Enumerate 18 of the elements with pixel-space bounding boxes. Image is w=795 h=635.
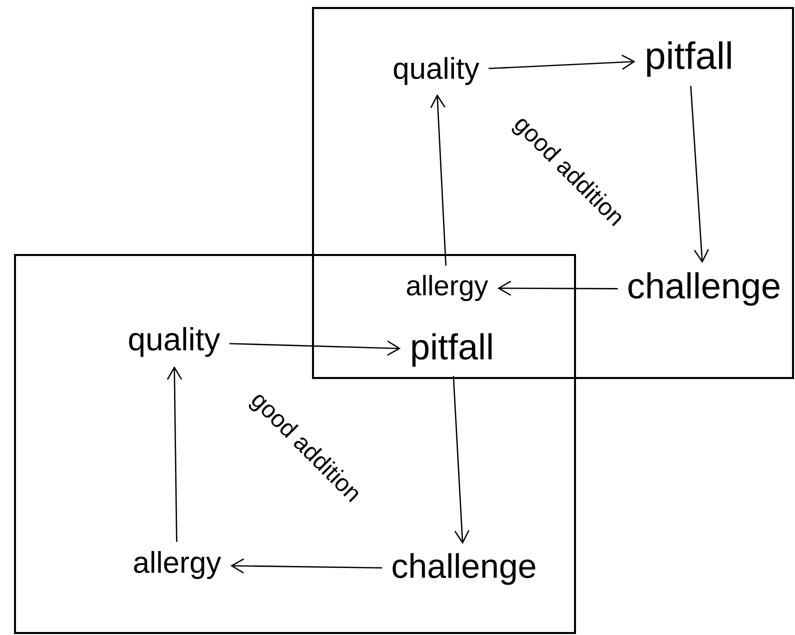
arrow (430, 94, 447, 266)
word: allergy (134, 551, 222, 579)
word: quality (394, 57, 480, 85)
arrow (690, 86, 710, 264)
word: quality (129, 327, 220, 357)
arrow (166, 366, 182, 542)
word: challenge (628, 272, 780, 306)
word: challenge (392, 553, 536, 585)
arrow (488, 54, 636, 70)
arrow (452, 376, 470, 544)
arrow (230, 558, 382, 574)
frame-box (14, 254, 576, 634)
frame-box (312, 7, 794, 379)
word: pitfall (647, 41, 731, 77)
arrow (497, 280, 618, 296)
word: pitfall (412, 333, 492, 367)
word: allergy (406, 274, 488, 302)
arrow (229, 340, 401, 356)
